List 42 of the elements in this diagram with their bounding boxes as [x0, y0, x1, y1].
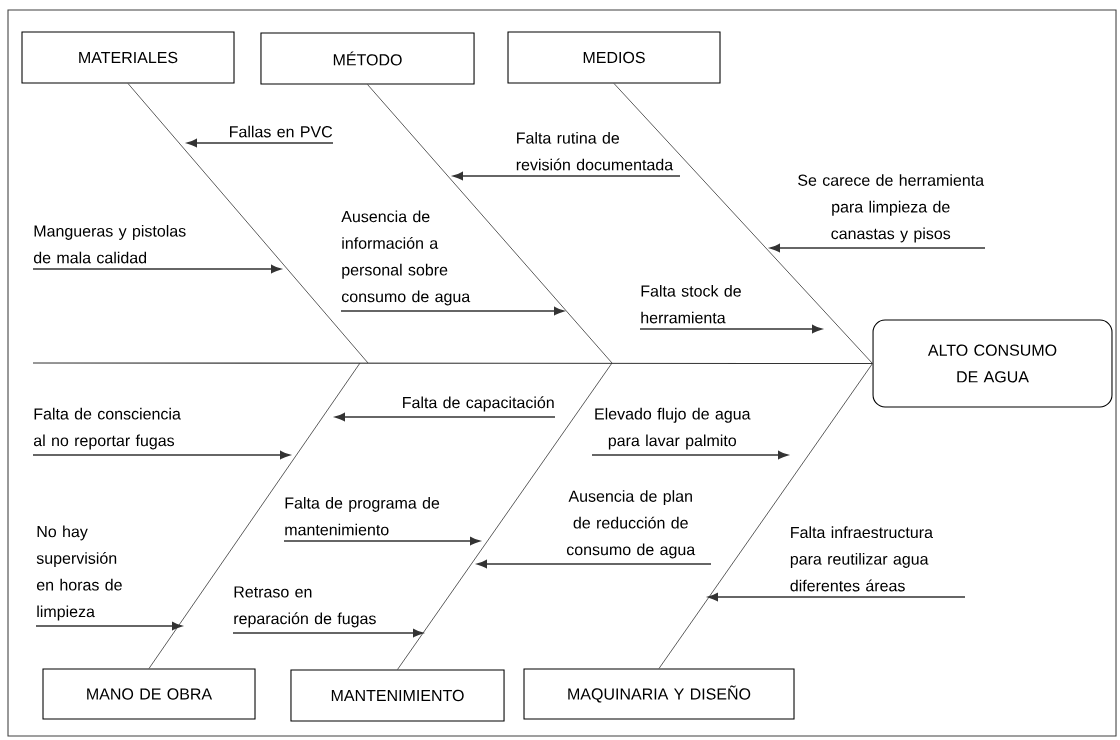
arrow	[770, 243, 986, 253]
bone-line	[367, 84, 613, 364]
cause-text: Falta de programa de mantenimiento	[285, 497, 440, 536]
bone-line	[148, 362, 361, 669]
cause-text: Ausencia de plan de reducción de consumo de agua	[566, 490, 696, 559]
cause-text: Retraso en reparación de fugas	[234, 586, 376, 628]
cause-text: Falta infraestructura para reutilizar agua diferentes áreas	[790, 526, 933, 592]
cause-text: No hay supervisión en horas de limpieza	[36, 525, 122, 621]
arrow	[591, 450, 788, 460]
arrow	[708, 592, 966, 602]
cause-text: Falta de consciencia al no reportar fugas	[33, 407, 181, 450]
cause-text: Mangueras y pistolas de mala calidad	[33, 225, 186, 264]
cause-text: Fallas en PVC	[230, 125, 333, 138]
bone-line	[613, 83, 873, 364]
arrow	[232, 628, 423, 638]
cause-text: Se carece de herramienta para limpieza de canastas y pisos	[798, 174, 985, 243]
category-box: MANO DE OBRA	[42, 668, 256, 720]
cause-text: Elevado flujo de agua para lavar palmito	[595, 407, 751, 450]
arrow	[187, 138, 334, 148]
arrow	[35, 621, 182, 631]
category-box: MANTENIMIENTO	[290, 669, 505, 722]
arrow	[32, 264, 281, 274]
effect-box: ALTO CONSUMO DE AGUA	[872, 319, 1113, 408]
arrow	[477, 559, 712, 569]
cause-text: Ausencia de información a personal sobre consumo de agua	[341, 210, 471, 306]
category-box: MATERIALES	[21, 31, 235, 84]
category-box: MÉTODO	[260, 32, 475, 85]
category-box: MAQUINARIA Y DISEÑO	[523, 668, 795, 720]
arrow	[639, 324, 822, 334]
spine-line	[32, 362, 874, 365]
arrow	[32, 450, 290, 460]
arrow	[283, 536, 480, 546]
bone-line	[658, 363, 873, 669]
arrow	[453, 171, 681, 181]
cause-text: Falta rutina de revisión documentada	[516, 132, 674, 171]
cause-text: Falta de capacitación	[403, 396, 554, 412]
arrow	[335, 412, 556, 422]
arrow	[340, 306, 564, 316]
category-box: MEDIOS	[507, 31, 721, 84]
bone-line	[127, 83, 369, 364]
bone-line	[397, 362, 613, 670]
cause-text: Falta stock de herramienta	[641, 285, 741, 324]
